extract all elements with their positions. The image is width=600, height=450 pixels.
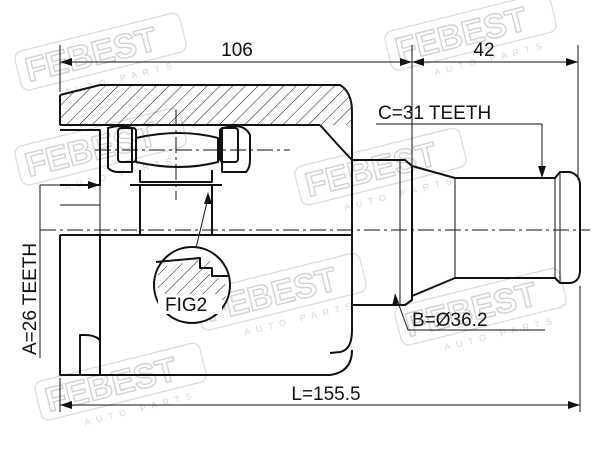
dimension-bottom: L=155.5 — [59, 286, 581, 412]
inner-spline-callout: A=26 TEETH — [20, 181, 100, 358]
watermark-brand: FEBEST — [41, 350, 181, 419]
fig2-detail: FIG2 — [153, 192, 231, 324]
dimension-top: 106 42 — [59, 40, 579, 182]
watermark-brand: FEBEST — [301, 135, 441, 204]
outer-spline-label: C=31 TEETH — [378, 103, 491, 124]
fig2-label: FIG2 — [165, 295, 207, 316]
watermark-group: FEBEST AUTO PARTS FEBEST AUTO PARTS FEBE… — [14, 0, 567, 427]
inner-spline-label: A=26 TEETH — [20, 243, 41, 355]
watermark-brand: FEBEST — [21, 20, 161, 89]
outer-spline-callout: C=31 TEETH — [376, 103, 546, 178]
output-shaft: B=Ø36.2 — [352, 159, 581, 331]
dim-body-length: 106 — [221, 40, 253, 61]
shaft-diameter-label: B=Ø36.2 — [412, 310, 488, 331]
dim-total-length: L=155.5 — [291, 384, 360, 405]
tripod-roller — [95, 110, 290, 235]
joint-housing — [59, 84, 353, 376]
dim-shaft-length: 42 — [473, 40, 494, 61]
